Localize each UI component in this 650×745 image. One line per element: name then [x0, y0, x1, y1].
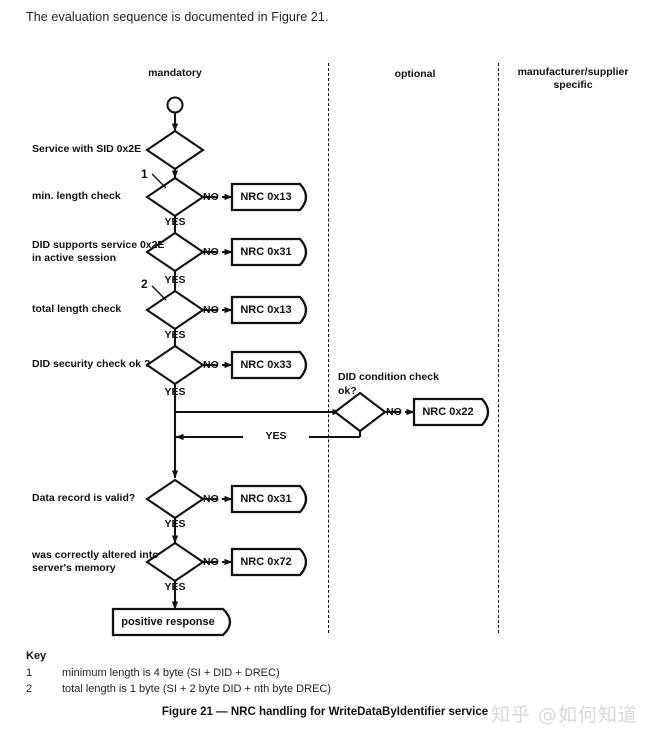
- terminator-text-nrc-0x33: NRC 0x33: [240, 359, 292, 371]
- branch-label-no-total-length: NO: [203, 304, 219, 316]
- branch-label-no-correctly-altered: NO: [203, 556, 219, 568]
- branch-label-yes-did-supports: YES: [164, 274, 186, 286]
- figure-caption: Figure 21 — NRC handling for WriteDataBy…: [161, 706, 489, 718]
- branch-label-no-did-security: NO: [203, 359, 219, 371]
- label-data-record-valid: Data record is valid?: [32, 492, 136, 504]
- terminator-text-nrc-0x31-a: NRC 0x31: [240, 246, 292, 258]
- key-title: Key: [26, 650, 47, 662]
- key-item-1-text: minimum length is 4 byte (SI + DID + DRE…: [62, 667, 280, 679]
- key-item-1-number: 1: [26, 667, 33, 679]
- key-item-2-text: total length is 1 byte (SI + 2 byte DID …: [62, 683, 332, 695]
- branch-label-yes-data-record: YES: [164, 518, 186, 530]
- footnote-leader-1: [151, 173, 167, 189]
- watermark: 知乎 @如何知道: [490, 704, 638, 726]
- column-header-mandatory: mandatory: [148, 67, 202, 79]
- start-circle: [166, 96, 184, 114]
- label-service-sid: Service with SID 0x2E: [32, 143, 142, 155]
- branch-label-no-did-condition: NO: [386, 406, 402, 418]
- footnote-marker-2: 2: [141, 277, 148, 291]
- branch-label-yes-min-length: YES: [164, 216, 186, 228]
- branch-label-yes-did-condition: YES: [243, 430, 309, 442]
- label-min-length-check: min. length check: [32, 190, 121, 202]
- terminator-text-nrc-0x13-b: NRC 0x13: [240, 304, 292, 316]
- column-header-optional: optional: [394, 68, 436, 80]
- decision-did-condition-check: [333, 391, 387, 433]
- terminator-nrc-0x72: [230, 547, 308, 577]
- terminator-nrc-0x31-b: [230, 484, 308, 514]
- key-item-2-number: 2: [26, 683, 33, 695]
- key-item-1: 1 minimum length is 4 byte (SI + DID + D…: [26, 665, 626, 681]
- terminator-text-nrc-0x72: NRC 0x72: [240, 556, 292, 568]
- terminator-text-nrc-0x31-b: NRC 0x31: [240, 493, 292, 505]
- terminator-nrc-0x33: [230, 350, 308, 380]
- label-did-supports-service: DID supports service 0x2E in active sess…: [32, 239, 165, 264]
- terminator-text-positive-response: positive response: [121, 616, 215, 628]
- column-divider-optional-manufacturer: [498, 63, 499, 633]
- label-did-condition-check: DID condition check ok?: [338, 371, 439, 397]
- label-did-security-check: DID security check ok ?: [32, 358, 151, 370]
- column-divider-mandatory-optional: [328, 63, 329, 633]
- label-correctly-altered: was correctly altered into server's memo…: [32, 549, 159, 574]
- terminator-nrc-0x13-a: [230, 182, 308, 212]
- footnote-leader-2: [151, 285, 167, 301]
- branch-label-yes-did-security: YES: [164, 386, 186, 398]
- terminator-positive-response: [111, 607, 232, 637]
- terminator-nrc-0x31-a: [230, 237, 308, 267]
- terminator-nrc-0x22: [412, 397, 490, 427]
- branch-label-yes-total-length: YES: [164, 329, 186, 341]
- terminator-nrc-0x13-b: [230, 295, 308, 325]
- terminator-text-nrc-0x22: NRC 0x22: [422, 406, 474, 418]
- terminator-text-nrc-0x13-a: NRC 0x13: [240, 191, 292, 203]
- key-item-2: 2 total length is 1 byte (SI + 2 byte DI…: [26, 681, 626, 697]
- footnote-marker-1: 1: [141, 167, 148, 181]
- column-header-manufacturer-supplier: manufacturer/supplier specific: [517, 66, 629, 91]
- flowchart-canvas: [111, 96, 490, 637]
- branch-label-no-did-supports: NO: [203, 246, 219, 258]
- branch-label-yes-correctly-altered: YES: [164, 581, 186, 593]
- branch-label-no-min-length: NO: [203, 191, 219, 203]
- intro-text: The evaluation sequence is documented in…: [26, 10, 329, 24]
- branch-label-no-data-record: NO: [203, 493, 219, 505]
- label-total-length-check: total length check: [32, 303, 122, 315]
- key-block: Key 1 minimum length is 4 byte (SI + DID…: [26, 650, 626, 697]
